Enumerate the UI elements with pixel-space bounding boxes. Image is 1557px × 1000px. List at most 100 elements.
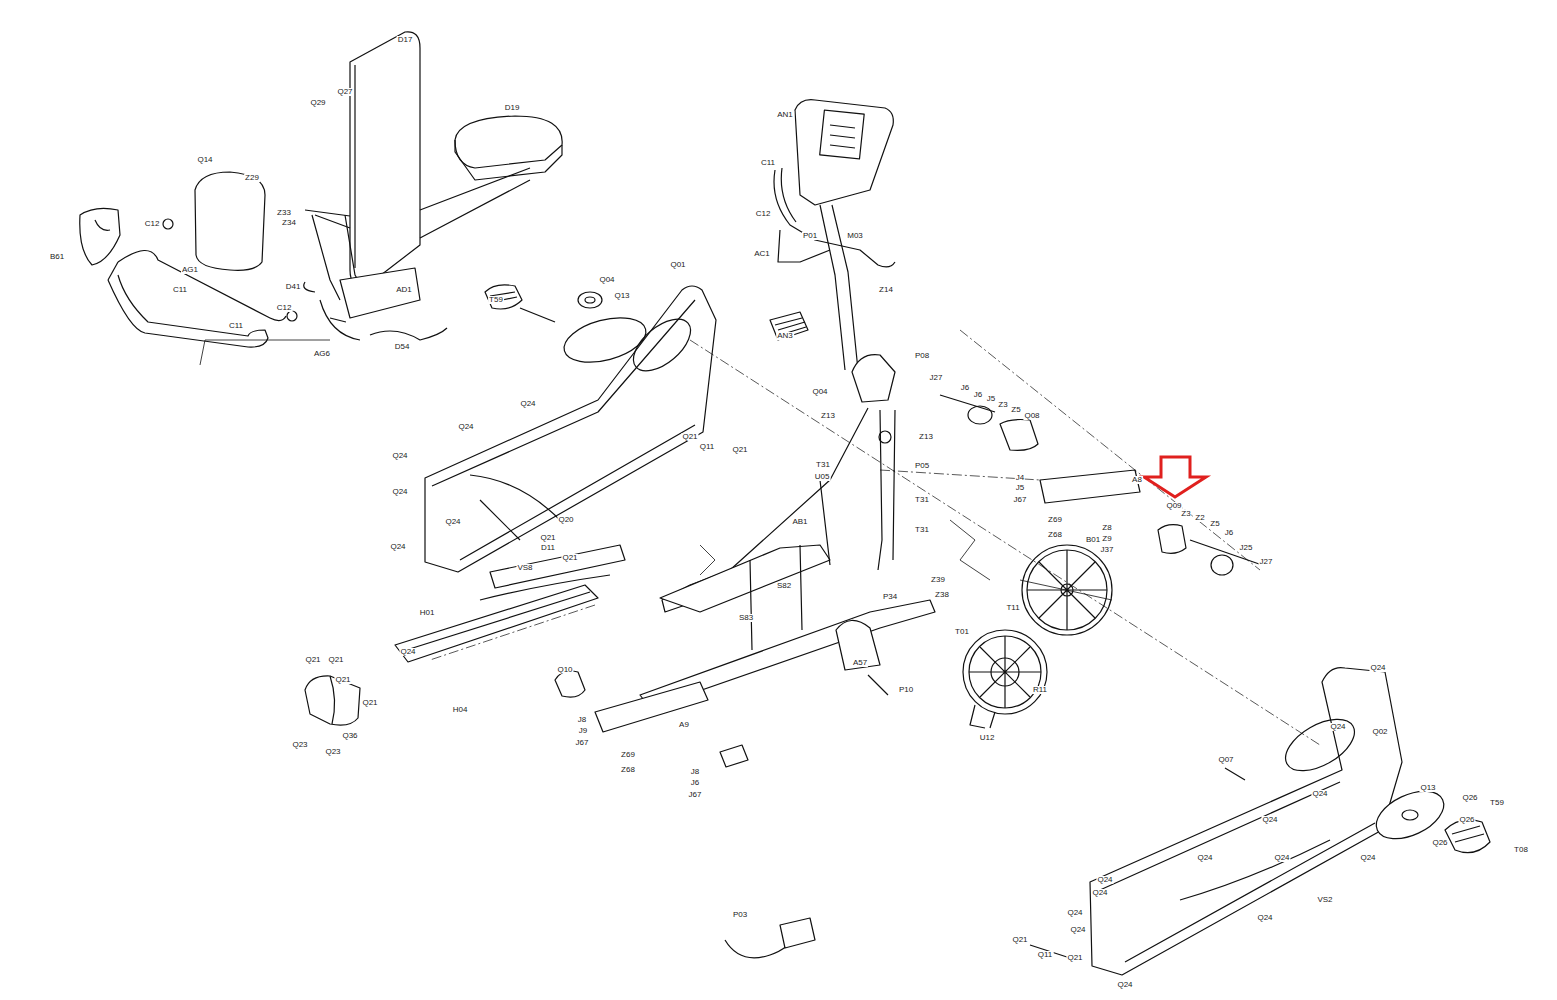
callout-number: P08 <box>914 352 930 360</box>
callout-number: J6 <box>973 391 983 399</box>
callout-number: Q21 <box>1011 936 1028 944</box>
callout-number: Q24 <box>1091 889 1108 897</box>
callout-number: Q21 <box>327 656 344 664</box>
callout-number: Q24 <box>1066 909 1083 917</box>
callout-number: T59 <box>488 296 504 304</box>
callout-number: C11 <box>172 286 188 294</box>
callout-number: D17 <box>397 36 414 44</box>
callout-number: Q21 <box>561 554 578 562</box>
callout-number: D54 <box>394 343 411 351</box>
callout-number: C12 <box>144 220 161 228</box>
callout-number: Q24 <box>1261 816 1278 824</box>
callout-number: Z3 <box>1180 510 1191 518</box>
callout-number: B61 <box>49 253 65 261</box>
callout-number: Q24 <box>1069 926 1086 934</box>
callout-number: Q24 <box>1116 981 1133 989</box>
callout-number: J25 <box>1239 544 1254 552</box>
callout-number: Q24 <box>399 648 416 656</box>
callout-number: C11 <box>228 322 244 330</box>
callout-number: S83 <box>738 614 754 622</box>
callout-number: J6 <box>960 384 970 392</box>
callout-number: Q24 <box>1311 790 1328 798</box>
callout-number: Q13 <box>613 292 630 300</box>
callout-number: J37 <box>1100 546 1115 554</box>
callout-number: Q24 <box>1369 664 1386 672</box>
callout-number: Q14 <box>196 156 213 164</box>
callout-number: Z13 <box>918 433 934 441</box>
callout-number: T59 <box>1489 799 1505 807</box>
callout-number: T01 <box>954 628 970 636</box>
callout-number: Q13 <box>1419 784 1436 792</box>
callout-number: Q21 <box>334 676 351 684</box>
callout-number: P05 <box>914 462 930 470</box>
callout-number: J8 <box>690 768 700 776</box>
callout-number: J27 <box>929 374 944 382</box>
callout-number: Z68 <box>620 766 636 774</box>
callout-number: J5 <box>1015 484 1025 492</box>
callout-number: C12 <box>755 210 772 218</box>
callout-number: Z69 <box>1047 516 1063 524</box>
callout-number: Q21 <box>361 699 378 707</box>
callout-number: J27 <box>1259 558 1274 566</box>
callout-number: P34 <box>882 593 898 601</box>
callout-number: Q24 <box>1359 854 1376 862</box>
callout-number: VS2 <box>1316 896 1333 904</box>
callout-number: T31 <box>815 461 831 469</box>
callout-number: J67 <box>1013 496 1028 504</box>
callout-number: AG1 <box>181 266 199 274</box>
callout-number: D11 <box>540 544 556 552</box>
callout-number: Z2 <box>1194 514 1205 522</box>
callout-number: Z8 <box>1101 524 1112 532</box>
callout-number: Z5 <box>1010 406 1021 414</box>
callout-number: A8 <box>1131 476 1143 484</box>
callout-number: Q23 <box>291 741 308 749</box>
callout-number: Q24 <box>519 400 536 408</box>
callout-number: Q24 <box>1096 876 1113 884</box>
callout-number: Z68 <box>1047 531 1063 539</box>
callout-number: J6 <box>690 779 700 787</box>
callout-number: U12 <box>979 734 996 742</box>
callout-number: R11 <box>1032 686 1048 694</box>
callout-number: J5 <box>986 395 996 403</box>
callout-number: D41 <box>285 283 302 291</box>
callout-number: J9 <box>578 727 588 735</box>
callout-number: J67 <box>575 739 590 747</box>
callout-number: Q20 <box>557 516 574 524</box>
callout-number: Q24 <box>1273 854 1290 862</box>
callout-number: C11 <box>760 159 776 167</box>
callout-number: D19 <box>504 104 521 112</box>
callout-number: T08 <box>1513 846 1529 854</box>
callout-number: Q21 <box>1066 954 1083 962</box>
callout-number: Q26 <box>1458 816 1475 824</box>
callout-number: P03 <box>732 911 748 919</box>
callout-number: Q09 <box>1165 502 1182 510</box>
callout-number: Z29 <box>244 174 260 182</box>
callout-number: AN1 <box>776 111 794 119</box>
callout-number: Z38 <box>934 591 950 599</box>
callout-number: Z3 <box>997 401 1008 409</box>
callout-number: Z33 <box>276 209 292 217</box>
callout-number: Q24 <box>1256 914 1273 922</box>
callout-number: Q26 <box>1431 839 1448 847</box>
callout-number: Z14 <box>878 286 894 294</box>
callout-number: Z13 <box>820 412 836 420</box>
callout-number: Q29 <box>309 99 326 107</box>
callout-number: Q24 <box>457 423 474 431</box>
callout-number: C12 <box>276 304 293 312</box>
callout-number: VS8 <box>516 564 533 572</box>
callout-number: A9 <box>678 721 690 729</box>
callout-number: AG6 <box>313 350 331 358</box>
callout-number: Q24 <box>444 518 461 526</box>
callout-number: Q21 <box>681 433 698 441</box>
callout-number: H04 <box>452 706 469 714</box>
callout-number: Z5 <box>1209 520 1220 528</box>
callout-number: Q26 <box>1461 794 1478 802</box>
callout-number: Q08 <box>1023 412 1040 420</box>
callout-number: Q10 <box>556 666 573 674</box>
callout-number: S82 <box>776 582 792 590</box>
callout-number: Q27 <box>336 88 353 96</box>
callout-number: Q36 <box>341 732 358 740</box>
callout-number: J6 <box>1224 529 1234 537</box>
callout-number: Z39 <box>930 576 946 584</box>
